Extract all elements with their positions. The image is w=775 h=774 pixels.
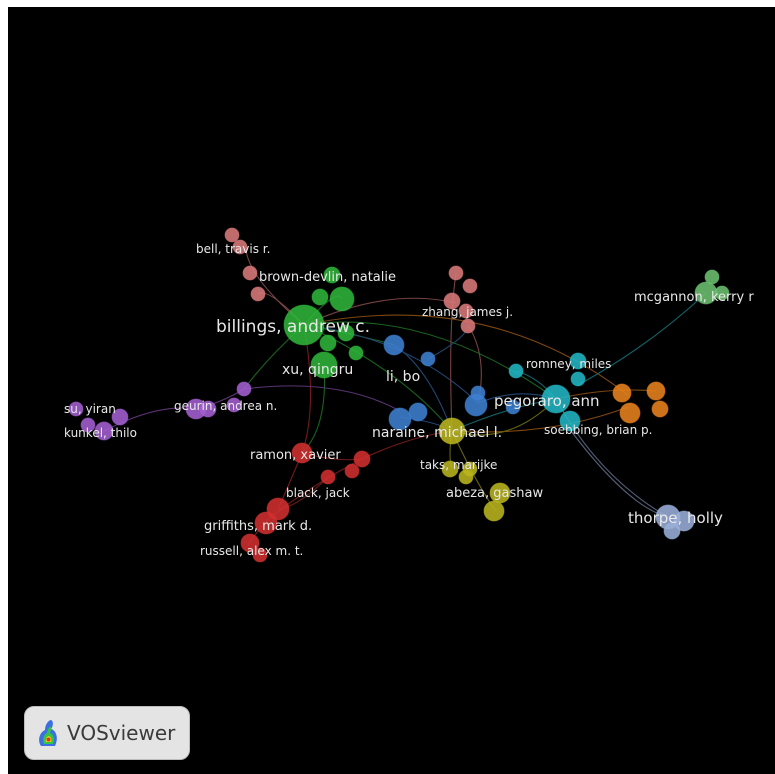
author-node[interactable] (94, 421, 114, 441)
network-map[interactable]: billings, andrew c. brown-devlin, natalie… (8, 7, 775, 774)
author-label-su[interactable]: su, yiran (64, 402, 116, 416)
author-node[interactable] (420, 351, 436, 367)
network-visualization[interactable]: billings, andrew c. brown-devlin, natalie… (8, 7, 775, 774)
label-layer: billings, andrew c. brown-devlin, natalie… (64, 242, 754, 558)
author-node[interactable] (311, 288, 329, 306)
link (577, 292, 707, 386)
author-node[interactable] (320, 469, 336, 485)
author-node[interactable] (559, 410, 581, 432)
author-node[interactable] (569, 352, 587, 370)
author-label-zhang[interactable]: zhang, james j. (422, 305, 513, 319)
author-label-bell[interactable]: bell, travis r. (196, 242, 270, 256)
author-node[interactable] (242, 265, 258, 281)
author-label-romney[interactable]: romney, miles (526, 357, 611, 371)
author-node[interactable] (714, 285, 730, 301)
author-node[interactable] (337, 324, 355, 342)
author-label-geurin[interactable]: geurin, andrea n. (174, 399, 277, 413)
author-node[interactable] (68, 401, 84, 417)
link (450, 272, 457, 432)
author-node[interactable] (323, 266, 341, 284)
author-node[interactable] (232, 239, 248, 255)
author-node[interactable] (443, 292, 461, 310)
author-label-brown-devlin[interactable]: brown-devlin, natalie (259, 270, 396, 285)
author-label-pegoraro[interactable]: pegoraro, ann (494, 392, 600, 410)
link (303, 297, 457, 326)
author-label-abeza[interactable]: abeza, gashaw (446, 486, 543, 501)
author-node[interactable] (663, 522, 681, 540)
author-node[interactable] (458, 303, 474, 319)
author-node[interactable] (438, 417, 466, 445)
link (303, 321, 557, 400)
author-label-ramon[interactable]: ramon, xavier (250, 448, 341, 463)
link (567, 426, 669, 518)
vosviewer-logo-icon (39, 720, 57, 746)
author-node[interactable] (541, 384, 571, 414)
author-label-taks[interactable]: taks, marijke (420, 458, 497, 472)
author-node[interactable] (283, 304, 325, 346)
author-label-thorpe[interactable]: thorpe, holly (628, 509, 723, 527)
author-node[interactable] (388, 407, 412, 431)
author-node[interactable] (570, 371, 586, 387)
author-node[interactable] (441, 460, 459, 478)
author-node[interactable] (353, 450, 371, 468)
author-node[interactable] (240, 533, 260, 553)
author-node[interactable] (646, 381, 666, 401)
author-node[interactable] (619, 402, 641, 424)
vosviewer-logo-badge[interactable]: VOSviewer (24, 706, 190, 760)
author-node[interactable] (111, 408, 129, 426)
author-node[interactable] (448, 265, 464, 281)
author-label-black[interactable]: black, jack (286, 486, 350, 500)
node-layer (68, 227, 730, 563)
author-label-billings[interactable]: billings, andrew c. (216, 317, 370, 337)
author-label-li[interactable]: li, bo (386, 369, 420, 385)
author-node[interactable] (80, 417, 96, 433)
author-label-soebbing[interactable]: soebbing, brian p. (544, 423, 653, 437)
author-node[interactable] (612, 383, 632, 403)
author-label-griffiths[interactable]: griffiths, mark d. (204, 519, 312, 534)
author-node[interactable] (505, 399, 521, 415)
author-node[interactable] (319, 334, 337, 352)
author-node[interactable] (483, 500, 505, 522)
author-label-russell[interactable]: russell, alex m. t. (200, 544, 303, 558)
author-node[interactable] (464, 393, 488, 417)
author-label-mcgannon[interactable]: mcgannon, kerry r (634, 290, 754, 305)
author-node[interactable] (460, 318, 476, 334)
author-node[interactable] (344, 463, 360, 479)
link (451, 406, 629, 433)
author-node[interactable] (236, 381, 252, 397)
link (303, 314, 629, 396)
author-node[interactable] (252, 547, 268, 563)
author-node[interactable] (310, 351, 338, 379)
author-node[interactable] (383, 334, 405, 356)
author-node[interactable] (226, 397, 242, 413)
author-node[interactable] (458, 469, 474, 485)
author-label-kunkel[interactable]: kunkel, thilo (64, 426, 137, 440)
author-node[interactable] (291, 442, 313, 464)
author-node[interactable] (254, 511, 278, 535)
author-node[interactable] (250, 286, 266, 302)
author-node[interactable] (673, 510, 695, 532)
author-node[interactable] (224, 227, 240, 243)
author-node[interactable] (408, 402, 428, 422)
author-node[interactable] (651, 400, 669, 418)
author-node[interactable] (462, 278, 478, 294)
author-node[interactable] (329, 286, 355, 312)
author-label-naraine[interactable]: naraine, michael l. (372, 425, 502, 441)
author-node[interactable] (348, 345, 364, 361)
link (243, 385, 401, 412)
author-node[interactable] (508, 363, 524, 379)
author-node[interactable] (199, 400, 217, 418)
author-label-xu[interactable]: xu, qingru (282, 362, 353, 378)
author-node[interactable] (704, 269, 720, 285)
app-name: VOSviewer (67, 721, 176, 745)
